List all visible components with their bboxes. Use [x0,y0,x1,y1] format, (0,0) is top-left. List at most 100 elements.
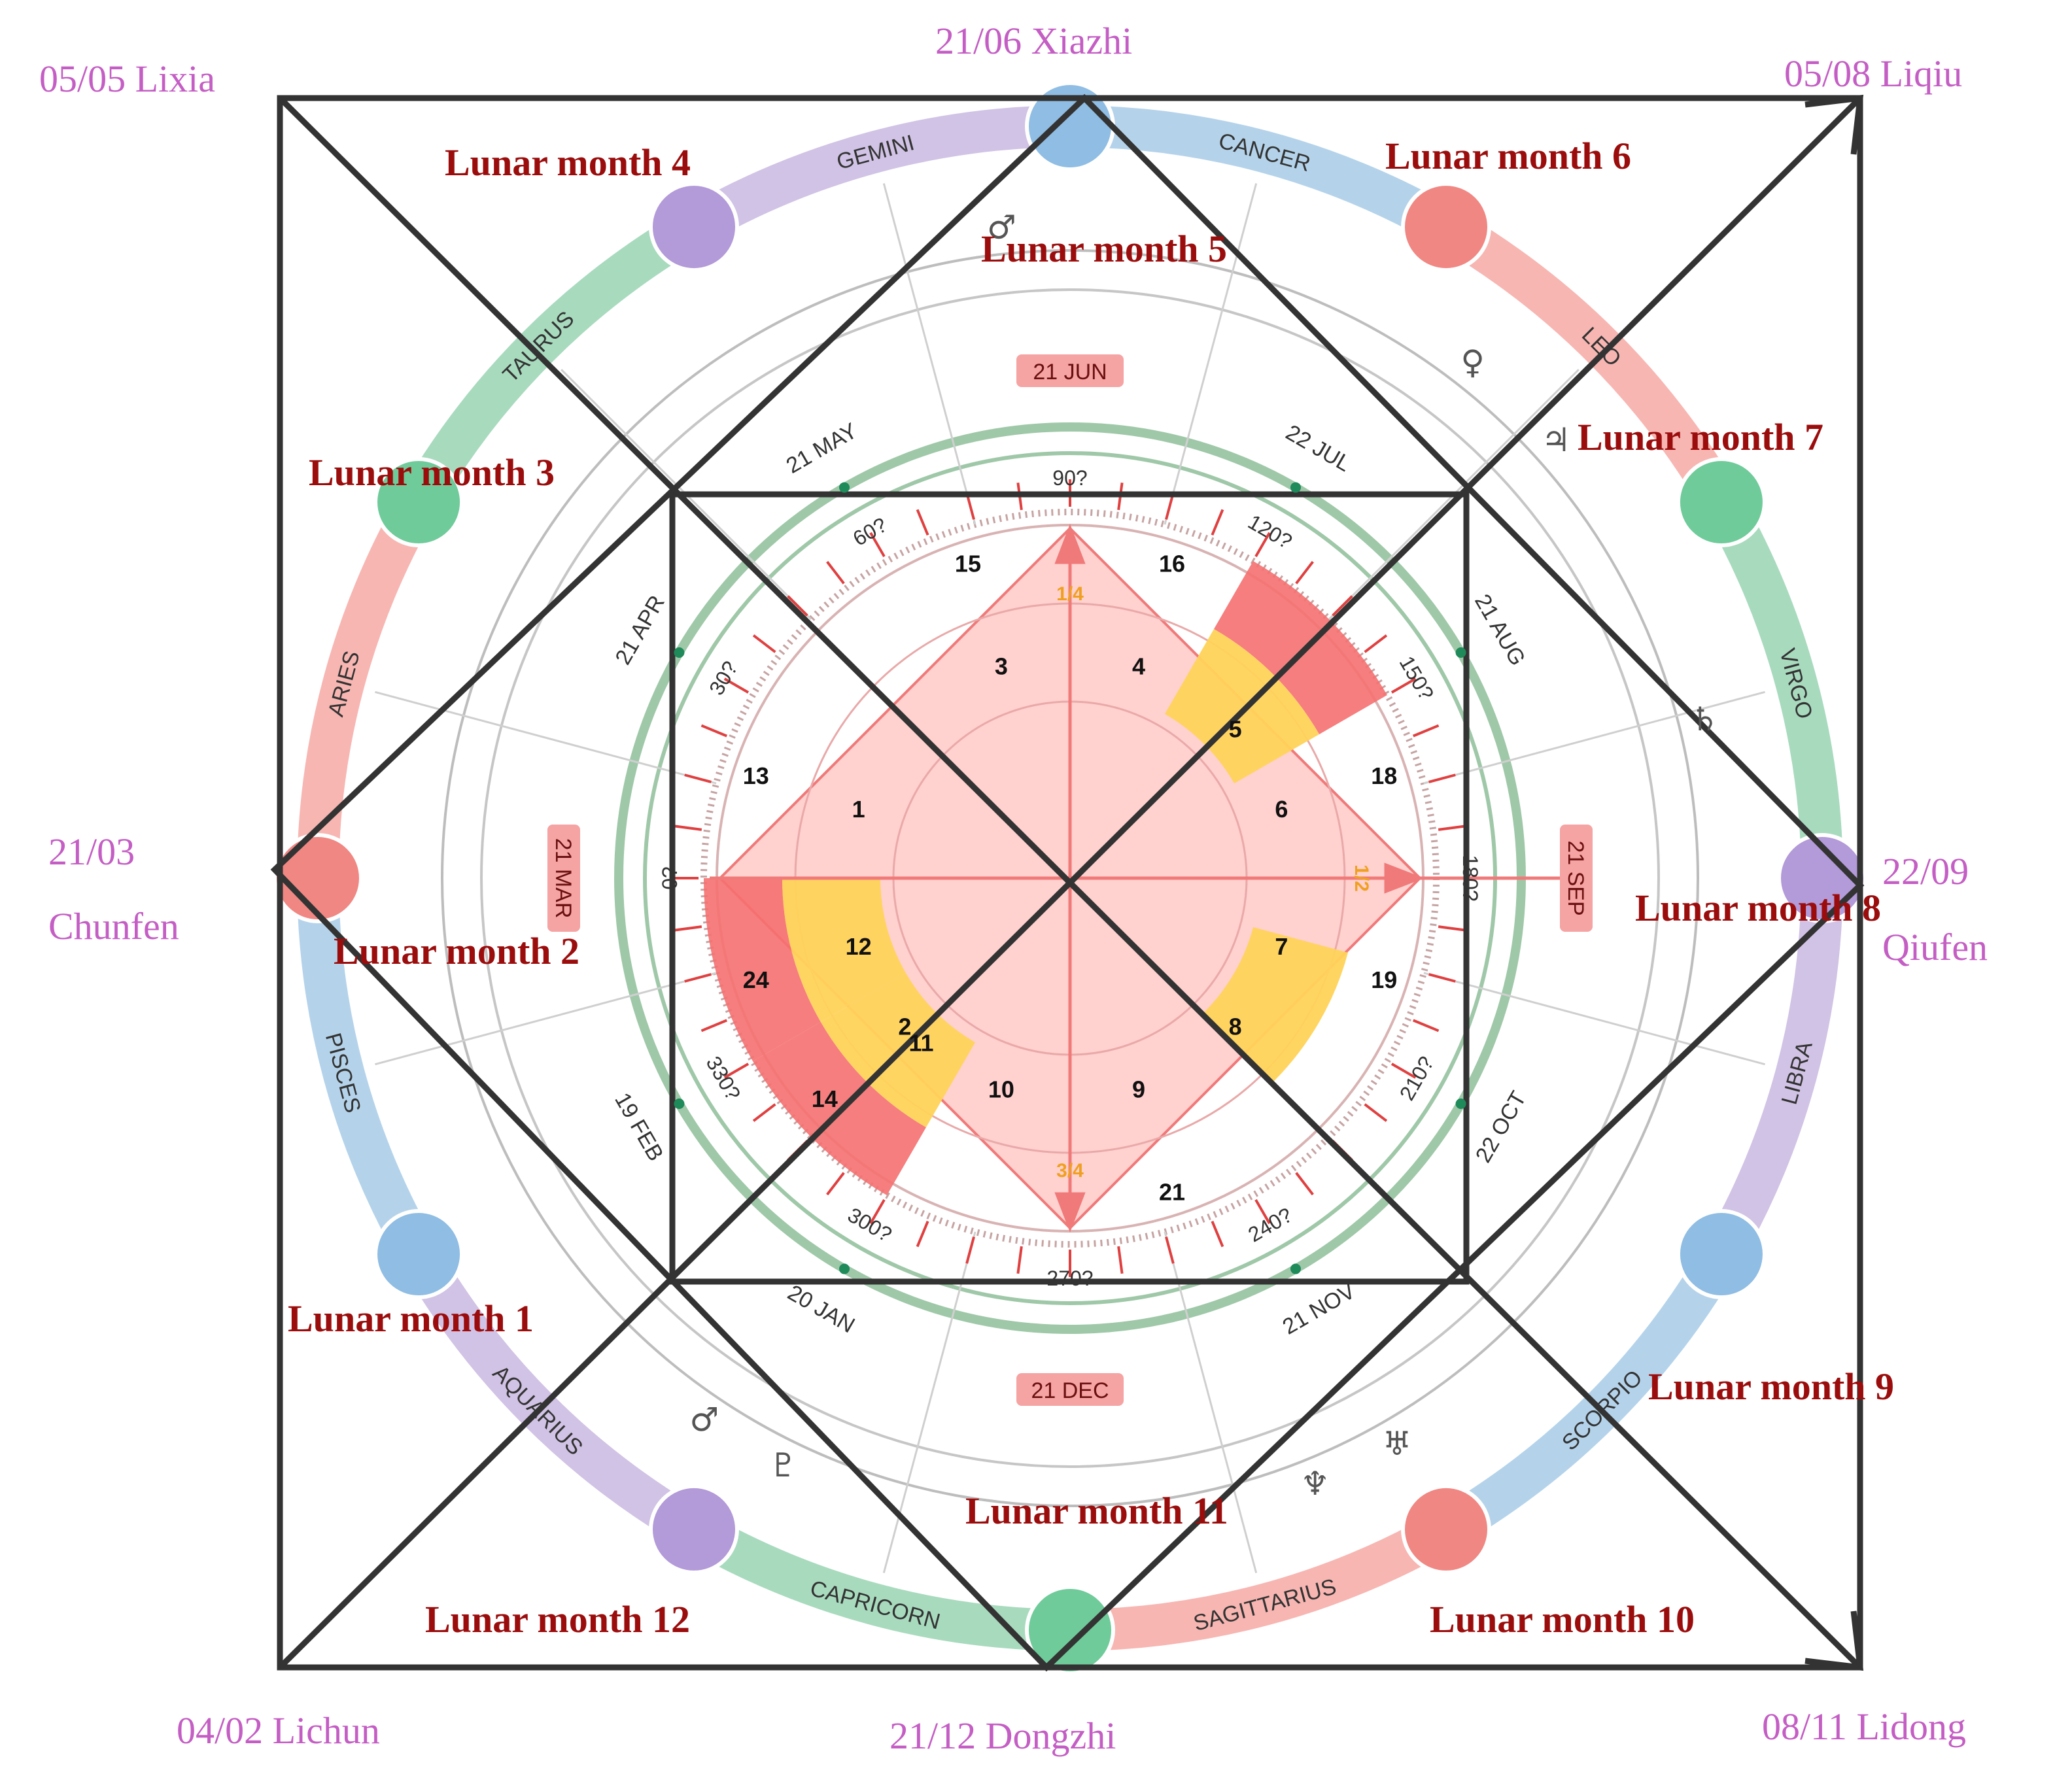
cardinal-date-right: 21 SEP [1560,825,1593,932]
arrowheads [1804,94,1864,1671]
lunar-month-8: Lunar month 8 [1635,887,1881,929]
red-tick [752,634,776,653]
red-tick [674,925,702,932]
spoke [882,183,976,525]
label-dongzhi: 21/12 Dongzhi [889,1714,1116,1757]
lunar-month-1: Lunar month 1 [288,1297,534,1340]
planet-symbols: ♂♀♃♄♅♆♇♂ [689,208,1719,1503]
outer-number: 14 [812,1085,838,1112]
label-lichun: 04/02 Lichun [177,1709,380,1752]
label-lixia: 05/05 Lixia [39,58,215,100]
zodiac-band-virgo [1703,492,1843,878]
lunar-month-3: Lunar month 3 [309,451,555,494]
red-tick [1016,1246,1023,1274]
ring-2 [480,288,1660,1468]
fraction-bottom: 3/4 [1056,1160,1084,1182]
spoke [1164,183,1258,525]
date-mark: 21 NOV [1279,1278,1360,1340]
outer-number: 16 [1159,551,1185,577]
spoke [375,690,717,785]
date-mark: 19 FEB [610,1089,668,1165]
date-mark: 20 JAN [784,1280,859,1338]
date-mark: 22 OCT [1471,1087,1531,1167]
degree-mark: 30? [704,657,742,699]
date-mark: 21 APR [610,591,670,669]
degree-mark: 150? [1395,652,1439,704]
red-tick [1211,509,1224,536]
inner-number: 5 [1229,715,1242,742]
zodiac-glyph-icon [649,1484,739,1575]
zodiac-glyph-icon [1401,182,1491,273]
red-tick [1364,634,1388,653]
degree-mark: 330? [702,1052,746,1104]
spoke [1423,690,1765,785]
lunar-month-6: Lunar month 6 [1385,135,1631,177]
svg-text:21 MAR: 21 MAR [551,838,576,919]
yellow-sector [1165,628,1320,783]
inner-square [669,491,1470,1285]
zodiac-glyph-icon [1676,457,1767,547]
cardinal-date-left: 21 MAR [547,825,580,932]
red-tick [1428,774,1456,783]
red-tick [723,1063,750,1079]
planet-icon: ♇ [768,1446,798,1484]
cardinal-date-bottom: 21 DEC [1016,1373,1124,1406]
ring-outer [441,249,1699,1507]
red-tick [826,560,845,585]
planet-icon: ♅ [1383,1425,1412,1463]
date-mark: 21 AUG [1470,590,1530,670]
svg-text:21 SEP: 21 SEP [1563,840,1588,915]
degree-mark: 300? [844,1203,896,1247]
inner-number: 6 [1275,796,1288,823]
planet-icon: ♃ [1542,421,1571,459]
outer-number: 19 [1371,966,1397,993]
zodiac-glyph-icon [373,457,464,547]
red-tick [1254,1199,1271,1225]
date-mark-dot [839,482,850,493]
date-mark: 21 MAY [782,418,862,479]
zodiac-band-pisces [297,878,437,1265]
inner-number: 4 [1132,653,1145,680]
planet-icon: ♀ [1460,343,1485,381]
red-tick [826,1172,845,1196]
red-tick [1428,973,1456,983]
date-mark-dot [839,1263,850,1274]
date-mark-dot [674,647,685,658]
outer-number: 21 [1159,1178,1185,1205]
inner-number: 3 [995,653,1008,680]
date-mark-dot [1455,1099,1466,1109]
zodiac-glyph-icon [273,833,363,923]
red-tick [1165,492,1175,520]
red-tick [1117,1246,1124,1274]
zodiac-glyph-icon [1676,1209,1767,1299]
planet-icon: ♄ [1690,700,1719,738]
inner-number: 1 [852,796,865,823]
red-tick [1332,595,1353,617]
red-tick [965,1236,975,1264]
spoke [1423,972,1765,1066]
red-tick [1390,677,1417,694]
zodiac-band-taurus [400,209,704,513]
outer-number: 13 [743,762,769,789]
degree-mark: 90? [1052,466,1087,490]
red-tick [1254,532,1271,558]
yellow-sector [1204,927,1349,1082]
yellow-sector [782,878,906,1022]
zodiac-band-sagittarius [1070,1511,1457,1651]
red-tick [1295,1172,1314,1196]
degree-mark: 240? [1244,1203,1296,1247]
date-mark-dot [1455,647,1466,658]
lunar-month-12: Lunar month 12 [425,1598,690,1641]
red-tick [684,973,712,983]
planet-icon: ♆ [1300,1465,1330,1503]
red-tick [1412,1019,1440,1032]
inner-number: 8 [1229,1014,1242,1040]
large-diamond [270,94,1865,1672]
degree-mark: 60? [849,513,891,551]
zodiac-band-capricorn [683,1511,1070,1651]
red-tick [1390,1063,1417,1079]
red-tick [1438,825,1466,831]
